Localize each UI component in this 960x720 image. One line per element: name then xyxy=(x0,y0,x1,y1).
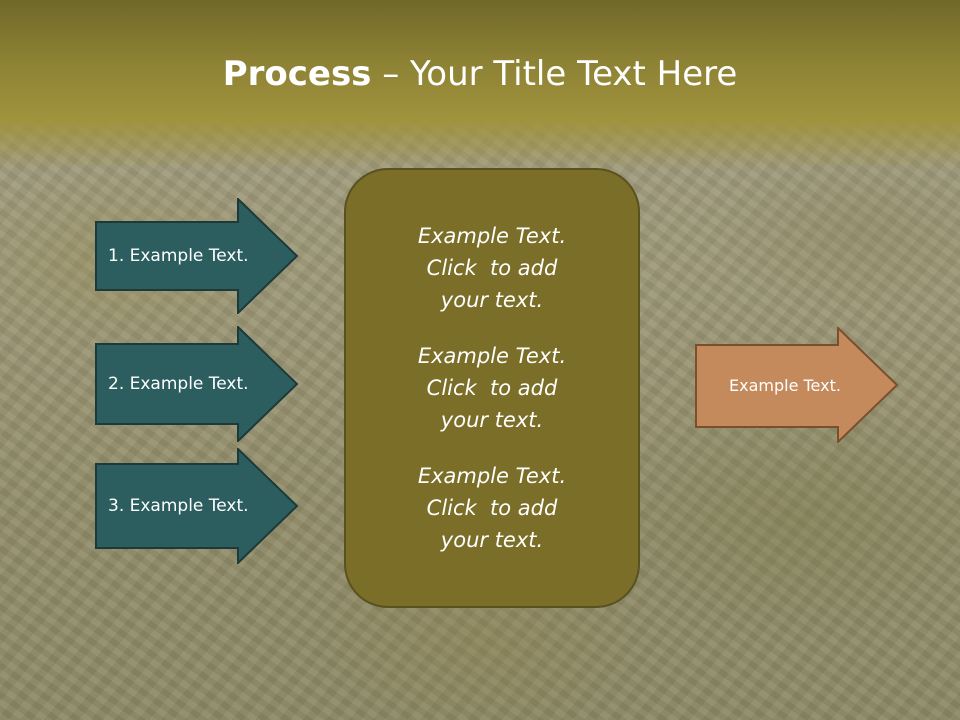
left-arrow-3[interactable]: 3. Example Text. xyxy=(95,448,299,564)
arrow-shape-icon xyxy=(95,448,299,564)
center-text-block-1: Example Text. Click to add your text. xyxy=(392,220,592,316)
left-arrow-2[interactable]: 2. Example Text. xyxy=(95,326,299,442)
center-text-1-line3: your text. xyxy=(440,288,544,312)
right-arrow-label: Example Text. xyxy=(729,375,841,395)
arrow-shape-icon xyxy=(95,198,299,314)
center-text-box[interactable]: Example Text. Click to add your text. Ex… xyxy=(344,168,640,608)
left-arrow-2-label: 2. Example Text. xyxy=(108,374,249,394)
title-bold: Process xyxy=(222,54,372,94)
title-rest: – Your Title Text Here xyxy=(371,54,738,94)
left-arrow-3-label: 3. Example Text. xyxy=(108,496,249,516)
center-text-2-line3: your text. xyxy=(440,408,544,432)
center-text-block-2: Example Text. Click to add your text. xyxy=(392,340,592,436)
center-text-block-3: Example Text. Click to add your text. xyxy=(392,460,592,556)
center-text-3-line1: Example Text. xyxy=(417,464,567,488)
center-text-3-line3: your text. xyxy=(440,528,544,552)
center-text-2-line2: Click to add xyxy=(426,376,558,400)
left-arrow-1[interactable]: 1. Example Text. xyxy=(95,198,299,314)
arrow-shape-icon xyxy=(95,326,299,442)
slide-title[interactable]: Process – Your Title Text Here xyxy=(0,52,960,96)
center-text-1-line2: Click to add xyxy=(426,256,558,280)
right-arrow[interactable]: Example Text. xyxy=(695,327,899,443)
center-text-2-line1: Example Text. xyxy=(417,344,567,368)
center-text-1-line1: Example Text. xyxy=(417,224,567,248)
arrow-shape-icon xyxy=(695,327,899,443)
left-arrow-1-label: 1. Example Text. xyxy=(108,246,249,266)
center-text-3-line2: Click to add xyxy=(426,496,558,520)
header-band xyxy=(0,0,960,170)
